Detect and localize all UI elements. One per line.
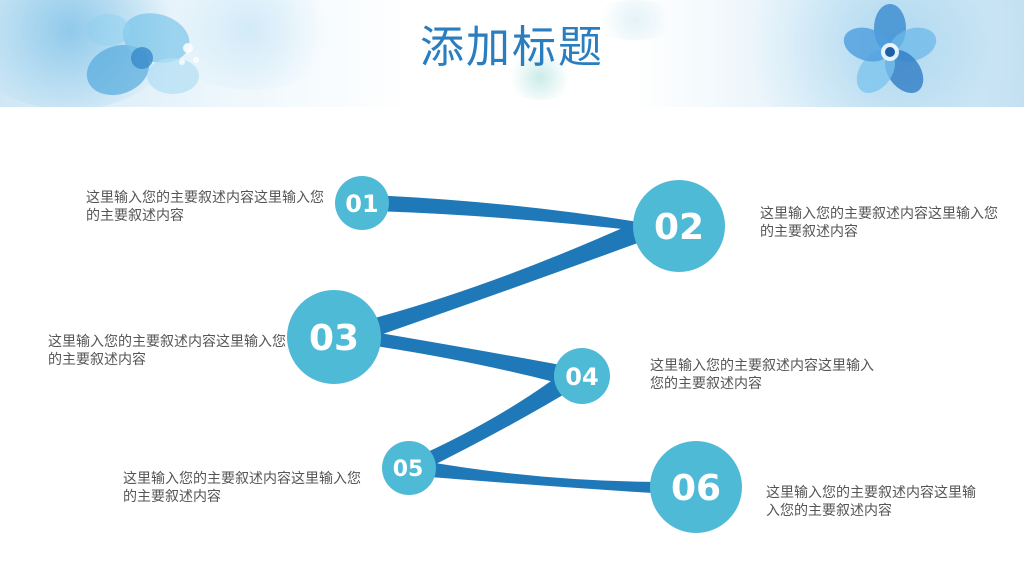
- step-node-02: [633, 180, 725, 272]
- step-description-05: 这里输入您的主要叙述内容这里输入您的主要叙述内容: [123, 471, 361, 505]
- header-banner: [0, 0, 1024, 107]
- slide-title: 添加标题: [420, 22, 604, 73]
- step-number-01: 01: [345, 190, 378, 218]
- connector-05-06: [418, 460, 668, 494]
- connector-02-03: [348, 222, 646, 346]
- step-description-01: 这里输入您的主要叙述内容这里输入您的主要叙述内容: [86, 190, 324, 224]
- step-node-04: [554, 348, 610, 404]
- step-number-06: 06: [671, 468, 721, 509]
- step-description-03: 这里输入您的主要叙述内容这里输入您的主要叙述内容: [48, 334, 286, 368]
- watercolor-wash: [505, 55, 575, 100]
- step-nodes: [287, 176, 742, 533]
- step-description-02: 这里输入您的主要叙述内容这里输入您的主要叙述内容: [760, 206, 998, 240]
- connector-ribbons: [348, 195, 668, 494]
- connector-03-04: [362, 330, 566, 384]
- connector-01-02: [372, 195, 650, 232]
- step-node-05: [382, 441, 436, 495]
- step-node-01: [335, 176, 389, 230]
- connector-04-05: [410, 370, 578, 472]
- step-number-04: 04: [565, 363, 598, 391]
- step-node-03: [287, 290, 381, 384]
- watercolor-flower-icon: [86, 13, 199, 96]
- watercolor-flower-icon: [843, 4, 937, 93]
- step-description-06: 这里输入您的主要叙述内容这里输入您的主要叙述内容: [766, 485, 976, 519]
- watercolor-wash: [590, 0, 680, 40]
- step-number-03: 03: [309, 318, 359, 359]
- step-description-04: 这里输入您的主要叙述内容这里输入您的主要叙述内容: [650, 358, 874, 392]
- step-numbers: 01 02 03 04 05 06: [309, 190, 721, 509]
- step-number-05: 05: [393, 457, 424, 482]
- step-number-02: 02: [654, 207, 704, 248]
- step-node-06: [650, 441, 742, 533]
